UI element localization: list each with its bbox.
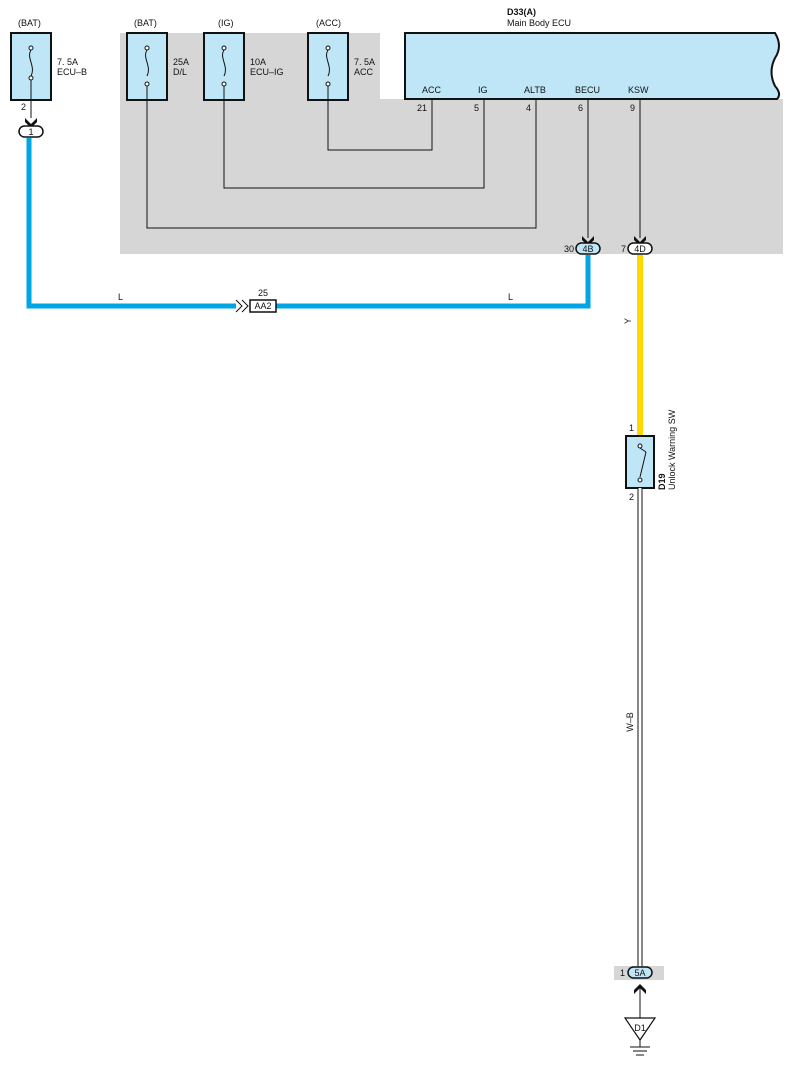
switch-code: D19 — [657, 473, 667, 490]
wire-yellow-label: Y — [623, 318, 633, 324]
fuse-ecu-b-symbol — [28, 45, 34, 118]
ecu-box — [404, 32, 781, 100]
fuse-ecu-b-rating: 7. 5A — [57, 57, 78, 67]
ecu-name: Main Body ECU — [507, 18, 571, 28]
ecu-pin-9: 9 — [630, 103, 635, 113]
connector-5a-label: 5A — [634, 968, 645, 978]
switch-name: Unlock Warning SW — [667, 409, 677, 490]
switch-symbol — [637, 443, 647, 483]
ecu-terminal-acc: ACC — [422, 85, 442, 95]
fuse-ecu-b-pin: 2 — [21, 102, 26, 112]
wire-ig-internal — [223, 86, 485, 189]
fuse-dl-source: (BAT) — [134, 18, 157, 28]
connector-5a-pin: 1 — [620, 968, 625, 978]
wire-blue-left-label: L — [118, 292, 123, 302]
fuse-ecu-ig-source: (IG) — [218, 18, 234, 28]
ecu-terminal-altb: ALTB — [524, 85, 546, 95]
connector-4b — [575, 242, 601, 255]
fuse-ecu-ig-name: ECU–IG — [250, 67, 284, 77]
connector-4d-label: 4D — [634, 244, 646, 254]
fuse-acc-rating: 7. 5A — [354, 57, 375, 67]
connector-aa2-label: AA2 — [254, 301, 271, 311]
wire-blue-right-label: L — [508, 292, 513, 302]
ecu-pin-6: 6 — [578, 103, 583, 113]
ground-icon — [630, 1040, 650, 1056]
wire-altb-internal — [146, 86, 537, 229]
ecu-pin-21: 21 — [417, 103, 427, 113]
connector-aa2 — [249, 299, 277, 313]
ecu-terminal-ig: IG — [478, 85, 488, 95]
wire-white-black-label: W–B — [625, 712, 635, 732]
fuse-acc-name: ACC — [354, 67, 374, 77]
fuse-dl-symbol — [144, 45, 150, 87]
connector-5a-arrow — [634, 984, 646, 994]
fuse-dl-rating: 25A — [173, 57, 189, 67]
fuse-acc-source: (ACC) — [316, 18, 341, 28]
connector-4b-label: 4B — [582, 244, 593, 254]
connector-aa2-chevron — [235, 299, 249, 313]
ground-d1-label: D1 — [634, 1023, 646, 1033]
wire-blue — [26, 138, 236, 309]
wire-acc-internal — [327, 86, 433, 151]
ground-d1-triangle — [623, 1017, 657, 1042]
switch-pin-top: 1 — [629, 423, 634, 433]
fuse-dl-name: D/L — [173, 67, 187, 77]
connector-1 — [18, 125, 44, 138]
fuse-ecu-ig-rating: 10A — [250, 57, 266, 67]
fuse-ecu-ig-symbol — [221, 45, 227, 87]
connector-4d — [627, 242, 653, 255]
ecu-terminal-ksw: KSW — [628, 85, 649, 95]
connector-1-label: 1 — [28, 127, 33, 137]
connector-4b-pin: 30 — [564, 244, 574, 254]
switch-pin-bottom: 2 — [629, 492, 634, 502]
connector-4d-pin: 7 — [621, 244, 626, 254]
ecu-pin-5: 5 — [474, 103, 479, 113]
ecu-pin-4: 4 — [526, 103, 531, 113]
connector-aa2-pin: 25 — [258, 288, 268, 298]
ecu-code: D33(A) — [507, 7, 536, 17]
ecu-terminal-becu: BECU — [575, 85, 600, 95]
wire-blue-right — [276, 255, 591, 309]
connector-5a — [627, 966, 653, 979]
fuse-ecu-b-source: (BAT) — [18, 18, 41, 28]
shade-ecu-area — [120, 99, 783, 254]
fuse-ecu-b-name: ECU–B — [57, 67, 87, 77]
